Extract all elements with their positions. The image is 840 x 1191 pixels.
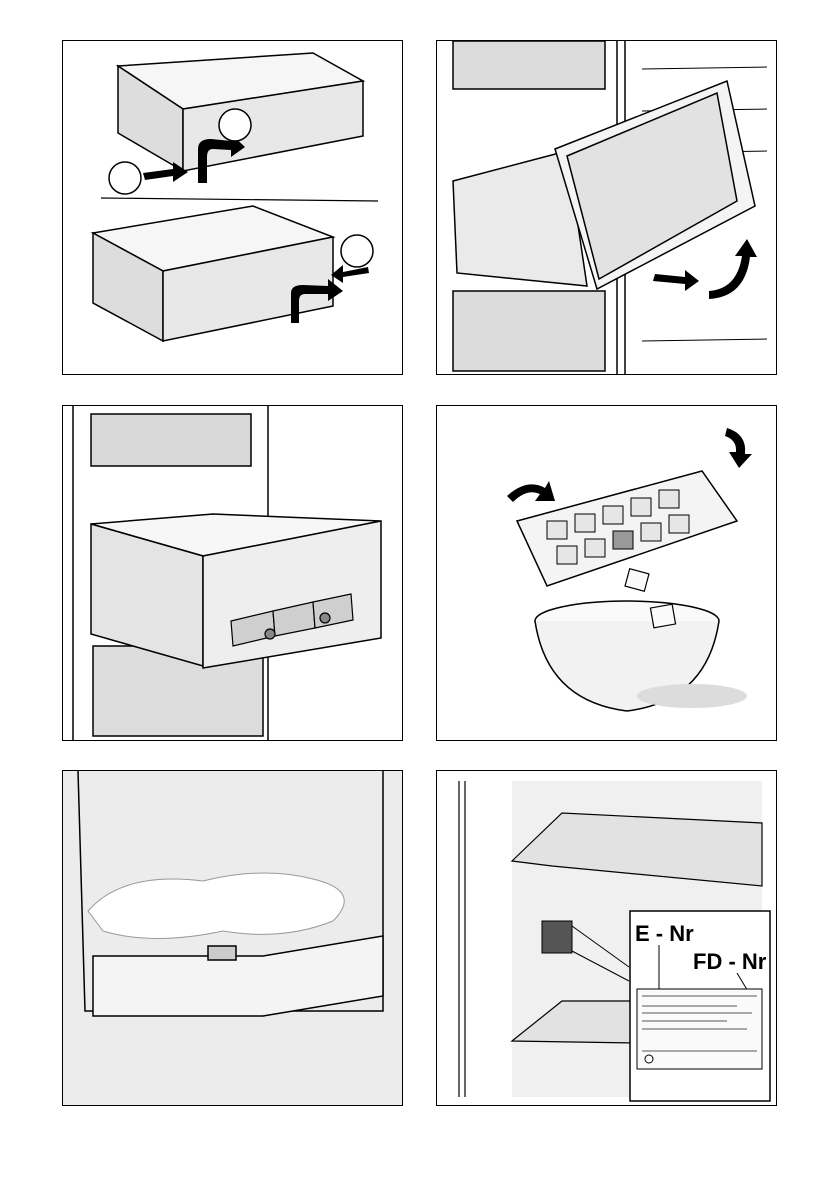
divider-line <box>101 198 378 201</box>
bowl <box>535 601 747 711</box>
figure-rating-plate: E - Nr FD - Nr <box>436 770 777 1106</box>
rating-plate-illustration: E - Nr FD - Nr <box>437 771 777 1106</box>
fd-nr-label: FD - Nr <box>693 949 767 974</box>
arrow-push-side <box>331 265 369 283</box>
tilted-drawer <box>453 81 755 289</box>
upper-drawer <box>453 41 605 89</box>
rating-plate-sticker <box>542 921 572 953</box>
defrost-illustration <box>63 771 403 1106</box>
figure-drawer-tilt-out <box>436 40 777 375</box>
figure-drawer-ice-packs <box>62 405 403 741</box>
arrow-pull-out <box>653 270 699 291</box>
arrow-twist-right <box>725 428 752 468</box>
figure-drawer-removal <box>62 40 403 375</box>
figure-defrost-water <box>62 770 403 1106</box>
plate-text-lines <box>637 989 762 1069</box>
drawer-removal-illustration <box>63 41 403 375</box>
arrow-twist-left <box>507 481 555 502</box>
arrow-lift-up <box>709 239 757 299</box>
ice-tray-illustration <box>437 406 777 741</box>
drawer-tilt-illustration <box>437 41 777 375</box>
drawer-ice-pack-illustration <box>63 406 403 741</box>
e-nr-label: E - Nr <box>635 921 694 946</box>
figure-ice-cube-tray <box>436 405 777 741</box>
upper-compartment <box>91 414 251 466</box>
lower-drawer <box>453 291 605 371</box>
interior <box>63 771 403 1106</box>
